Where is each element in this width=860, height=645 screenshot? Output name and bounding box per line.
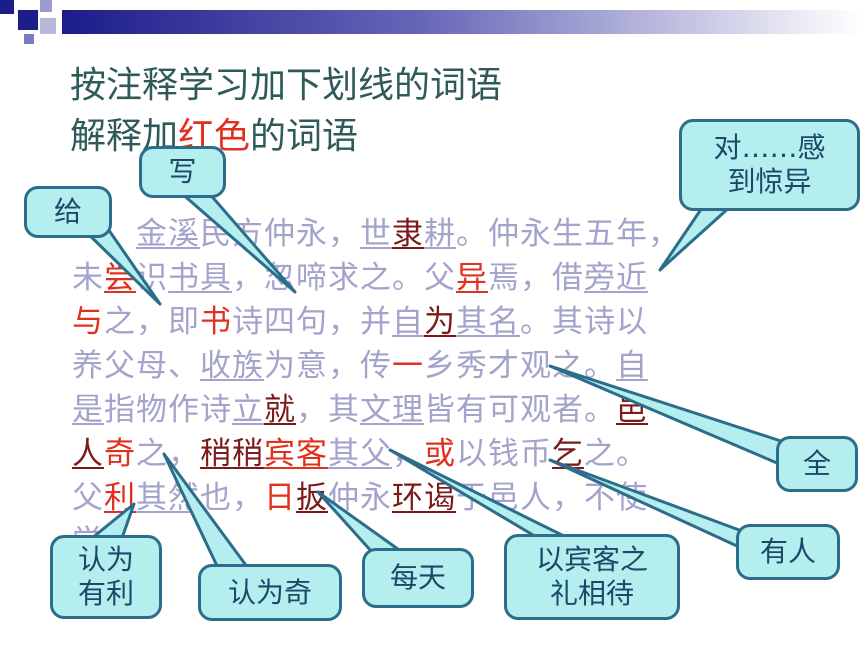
deco-square: [24, 34, 34, 44]
passage-line: 金溪民方仲永，世隶耕。仲永生五年，: [72, 212, 772, 256]
passage-text: ，其: [296, 392, 360, 428]
top-decoration-bar: [0, 0, 860, 45]
underlined-phrase: 人: [72, 436, 104, 472]
deco-square: [0, 0, 14, 14]
underlined-phrase: 世: [360, 216, 392, 252]
underlined-phrase: 金溪: [136, 216, 200, 252]
passage-text: 书: [200, 304, 232, 340]
underlined-phrase: 其名: [456, 304, 520, 340]
underlined-phrase: 是: [72, 392, 104, 428]
deco-square: [18, 10, 38, 30]
passage-text: 以钱币: [456, 436, 552, 472]
callout-renwei-youli: 认为有利: [50, 535, 162, 619]
passage-text: 奇: [104, 436, 136, 472]
underlined-phrase: 旁近: [584, 260, 648, 296]
underlined-phrase: 立: [232, 392, 264, 428]
tail-yi-binke: [388, 448, 570, 540]
callout-renwei-qi: 认为奇: [198, 564, 342, 621]
underlined-phrase: 就: [264, 392, 296, 428]
deco-square: [40, 18, 56, 34]
passage-text: 未: [72, 260, 104, 296]
callout-gei: 给: [24, 186, 112, 238]
tail-meitian: [316, 490, 404, 554]
callout-quan: 全: [776, 436, 858, 492]
passage-text: 或: [424, 436, 456, 472]
tail-renwei-youli: [90, 502, 136, 540]
underlined-phrase: 耕: [424, 216, 456, 252]
tail-quan: [548, 364, 786, 468]
callout-youren: 有人: [736, 524, 840, 580]
callout-yi-binke: 以宾客之礼相待: [504, 534, 680, 620]
passage-text: 父: [72, 480, 104, 516]
passage-text: 诗四句，并: [232, 304, 392, 340]
callout-xie: 写: [139, 146, 226, 198]
passage-text: 指物作诗: [104, 392, 232, 428]
passage-line: 是指物作诗立就，其文理皆有可观者。邑: [72, 388, 772, 432]
passage-text: 一: [392, 348, 424, 384]
passage-text: 。仲永生五年，: [456, 216, 680, 252]
title-suffix: 的词语: [250, 116, 359, 157]
tail-renwei-qi: [162, 452, 250, 570]
deco-gradient-strip: [62, 10, 860, 34]
passage-text: 之，: [136, 436, 200, 472]
passage-text: 皆有可观者。: [424, 392, 616, 428]
underlined-phrase: 异: [456, 260, 488, 296]
underlined-phrase: 书具: [168, 260, 232, 296]
passage-text: 之，即: [104, 304, 200, 340]
underlined-phrase: 自: [392, 304, 424, 340]
underlined-phrase: 环谒: [392, 480, 456, 516]
underlined-phrase: 宾客: [264, 436, 328, 472]
tail-xie: [178, 190, 297, 294]
passage-text: 之。: [584, 436, 648, 472]
passage-text: 。其诗以: [520, 304, 648, 340]
underlined-phrase: 隶: [392, 216, 424, 252]
passage-text: 日: [264, 480, 296, 516]
passage-text: 养父母、: [72, 348, 200, 384]
underlined-phrase: 自: [616, 348, 648, 384]
callout-dui: 对……感到惊异: [679, 119, 860, 211]
deco-square: [40, 0, 52, 12]
underlined-phrase: 稍稍: [200, 436, 264, 472]
underlined-phrase: 为: [424, 304, 456, 340]
passage-text: 焉，借: [488, 260, 584, 296]
underlined-phrase: 文理: [360, 392, 424, 428]
page-title-line1: 按注释学习加下划线的词语: [70, 65, 503, 106]
underlined-phrase: 收族: [200, 348, 264, 384]
passage-line: 与之，即书诗四句，并自为其名。其诗以: [72, 300, 772, 344]
page-title-line2: 解释加红色的词语: [70, 115, 358, 159]
underlined-phrase: 其父: [328, 436, 392, 472]
passage-text: 与: [72, 304, 104, 340]
passage-text: 为意，传: [264, 348, 392, 384]
callout-meitian: 每天: [362, 548, 474, 608]
passage-text: 也，: [200, 480, 264, 516]
